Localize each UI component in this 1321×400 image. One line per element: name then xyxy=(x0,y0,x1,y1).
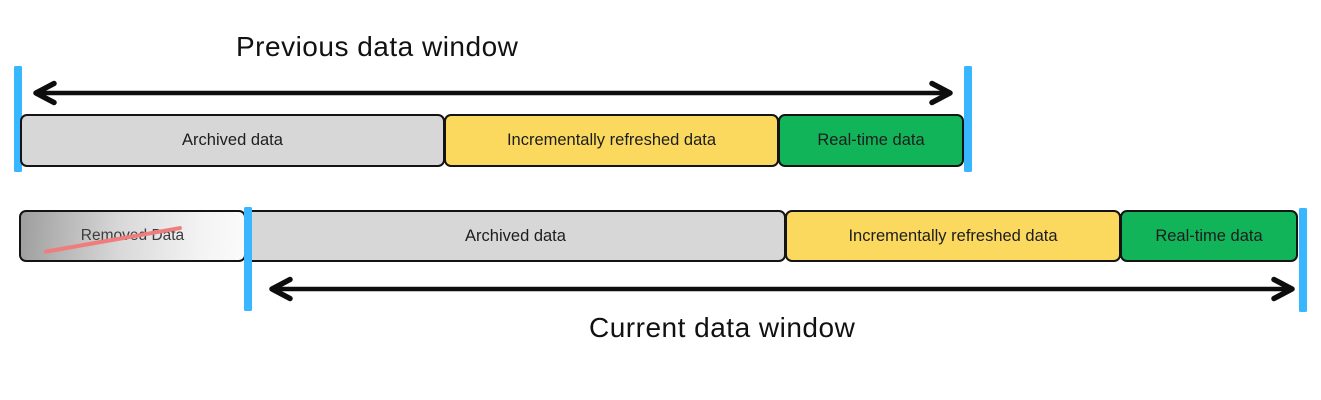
current-window-end-marker xyxy=(1299,208,1307,312)
previous-window-bar: Archived data Incrementally refreshed da… xyxy=(20,114,964,167)
previous-window-end-marker xyxy=(964,66,972,172)
current-incremental-segment: Incrementally refreshed data xyxy=(785,210,1121,262)
current-archived-label: Archived data xyxy=(465,226,566,245)
current-archived-segment: Archived data xyxy=(245,210,786,262)
previous-incremental-label: Incrementally refreshed data xyxy=(506,131,717,150)
previous-incremental-segment: Incrementally refreshed data xyxy=(444,114,779,167)
current-window-span-arrow xyxy=(269,276,1295,302)
current-window-start-marker xyxy=(244,207,252,311)
current-window-bar: Removed Data Archived data Incrementally… xyxy=(19,210,1298,262)
previous-window-title: Previous data window xyxy=(236,31,519,62)
previous-realtime-label: Real-time data xyxy=(817,131,925,150)
current-realtime-segment: Real-time data xyxy=(1120,210,1298,262)
previous-realtime-segment: Real-time data xyxy=(778,114,964,167)
current-removed-segment: Removed Data xyxy=(19,210,246,262)
previous-window-start-marker xyxy=(14,66,22,172)
current-realtime-label: Real-time data xyxy=(1155,226,1263,245)
current-window-title: Current data window xyxy=(589,312,856,343)
previous-archived-label: Archived data xyxy=(182,131,283,150)
previous-window-span-arrow xyxy=(33,80,953,106)
previous-archived-segment: Archived data xyxy=(20,114,445,167)
current-incremental-label: Incrementally refreshed data xyxy=(848,226,1058,245)
